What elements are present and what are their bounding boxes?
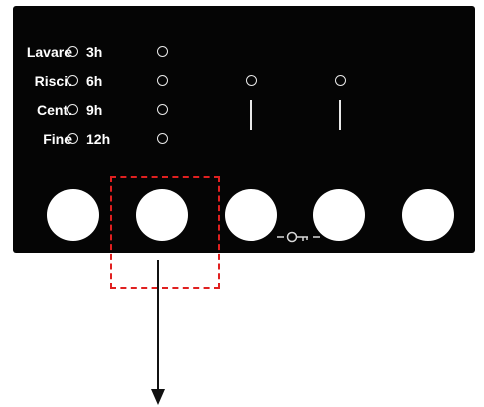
- delay-indicator-6h: [157, 75, 168, 86]
- delay-indicator-12h: [157, 133, 168, 144]
- arrow-head: [151, 389, 165, 405]
- status-indicator-rinse: [67, 75, 78, 86]
- highlight-box: [110, 176, 220, 289]
- status-label-wash: Lavare: [26, 44, 72, 60]
- delay-indicator-3h: [157, 46, 168, 57]
- panel-button-4[interactable]: [313, 189, 365, 241]
- delay-label-6h: 6h: [86, 73, 103, 89]
- option-indicator-1: [246, 75, 257, 86]
- panel-button-2[interactable]: [136, 189, 188, 241]
- key-icon: [277, 231, 320, 243]
- status-label-end: Fine: [43, 131, 72, 147]
- option-indicator-2: [335, 75, 346, 86]
- status-indicator-spin: [67, 104, 78, 115]
- child-lock-indicator: [277, 230, 327, 248]
- delay-label-3h: 3h: [86, 44, 103, 60]
- status-label-rinse: Risci.: [34, 73, 72, 89]
- delay-indicator-9h: [157, 104, 168, 115]
- panel-button-3[interactable]: [225, 189, 277, 241]
- status-label-spin: Cent.: [37, 102, 72, 118]
- control-panel: Lavare Risci. Cent. Fine 3h 6h 9h 12h: [13, 6, 475, 253]
- option-indicator-1-line: [250, 100, 252, 130]
- delay-label-12h: 12h: [86, 131, 111, 147]
- delay-label-9h: 9h: [86, 102, 103, 118]
- arrow-down-icon: [157, 260, 159, 390]
- status-indicator-end: [67, 133, 78, 144]
- panel-button-5[interactable]: [402, 189, 454, 241]
- status-indicator-wash: [67, 46, 78, 57]
- panel-button-1[interactable]: [47, 189, 99, 241]
- option-indicator-2-line: [339, 100, 341, 130]
